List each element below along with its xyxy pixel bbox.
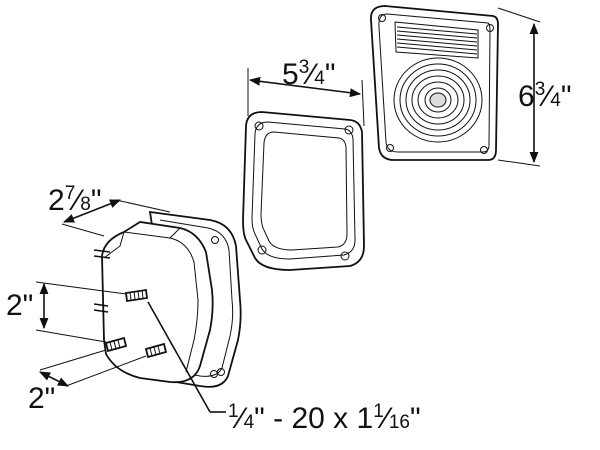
lens-assembly	[370, 5, 499, 161]
housing	[93, 210, 242, 388]
stud-horizontal-dimension: 2"	[28, 349, 147, 415]
rear-studs	[93, 249, 111, 313]
stud-spec-callout: 1⁄4" - 20 x 11⁄16"	[147, 301, 421, 435]
gasket-width-label: 53⁄4"	[282, 57, 336, 91]
stud-horizontal-label: 2"	[28, 382, 55, 415]
reflector-grille	[394, 21, 479, 59]
fresnel-lens	[393, 57, 483, 143]
front-studs	[104, 288, 168, 359]
lens-height-dimension: 63⁄4"	[497, 7, 572, 167]
lens-height-label: 63⁄4"	[518, 79, 572, 113]
gasket	[242, 111, 365, 271]
stud-vertical-dimension: 2"	[6, 281, 127, 343]
housing-depth-label: 27⁄8"	[48, 183, 102, 217]
stud-spec-label: 1⁄4" - 20 x 11⁄16"	[228, 401, 421, 435]
stud-vertical-label: 2"	[6, 289, 33, 322]
